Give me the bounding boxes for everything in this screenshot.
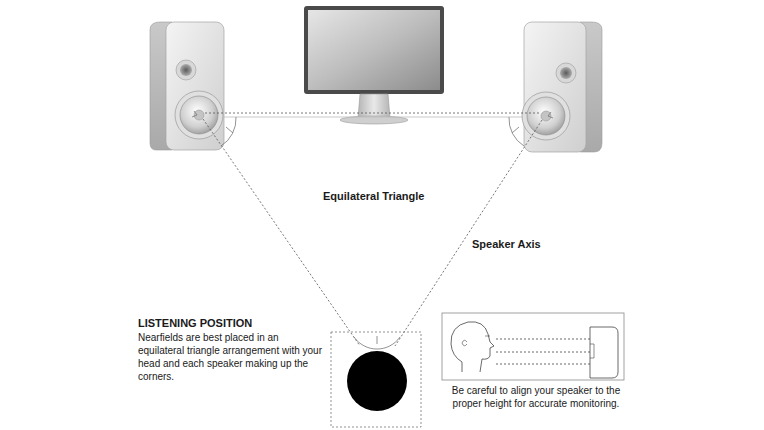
equilateral-triangle-part [221,117,236,146]
left-speaker-part [180,96,218,134]
axis-label: Speaker Axis [472,238,541,251]
height-inset-part [442,313,624,380]
height-inset-part [485,336,490,337]
equilateral-triangle-part [395,120,542,346]
equilateral-triangle-part [548,112,553,118]
position-note: Nearfields are best placed in an equilat… [138,331,324,383]
height-inset-part [496,352,590,353]
computer-monitor-part [358,94,390,118]
equilateral-triangle-part [354,337,400,349]
height-inset-part [590,327,618,378]
height-inset-part [462,340,467,346]
triangle-label: Equilateral Triangle [323,190,424,203]
listening-position-part [347,351,407,411]
left-speaker-part [175,91,223,139]
left-speaker-part [176,60,196,80]
right-speaker-part [527,97,565,135]
right-speaker [522,22,602,152]
height-inset [442,313,624,380]
computer-monitor [304,6,444,124]
height-inset-part [451,322,494,372]
right-speaker-part [560,67,572,79]
right-speaker-part [541,111,551,121]
equilateral-triangle-part [203,119,360,346]
listening-position [331,332,421,427]
left-speaker-part [166,22,224,150]
right-speaker-part [522,92,570,140]
left-speaker-part [180,64,192,76]
equilateral-triangle-part [192,111,197,117]
position-heading: LISTENING POSITION [138,317,252,330]
equilateral-triangle-part [509,117,524,146]
right-speaker-part [556,63,576,83]
equilateral-triangle-part [226,127,233,133]
left-speaker-part [194,110,204,120]
height-inset-part [496,339,590,340]
inset-caption: Be careful to align your speaker to the … [440,384,632,410]
equilateral-triangle-part [377,336,378,344]
left-speaker [150,22,224,150]
equilateral-triangle-part [205,113,540,114]
computer-monitor-part [304,6,444,94]
height-inset-part [590,344,594,358]
listening-position-part [331,332,421,427]
equilateral-triangle-part [222,117,523,118]
computer-monitor-part [308,10,440,90]
height-inset-part [496,364,590,365]
equilateral-triangle-part [512,127,519,133]
